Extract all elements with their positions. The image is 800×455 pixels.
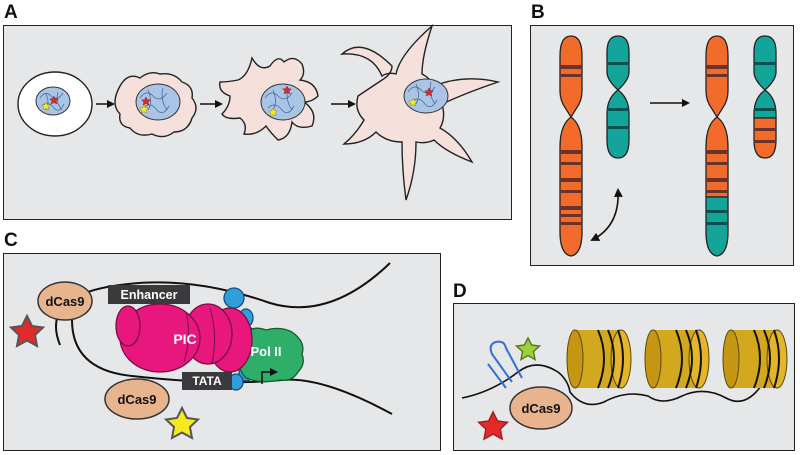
- panel-a-cell-3: [219, 56, 319, 141]
- star-icon: [8, 313, 46, 348]
- star-icon: [408, 97, 418, 107]
- dna-strand: [461, 364, 767, 406]
- star-icon: [141, 96, 151, 106]
- nucleosome: [722, 329, 788, 389]
- enhancer-box: [108, 285, 190, 304]
- tata-label: TATA: [192, 374, 222, 388]
- tata-box: [182, 372, 232, 390]
- panel-b-label: B: [531, 2, 545, 23]
- chromosome-orange-before: [559, 35, 583, 257]
- dcas9-d: [509, 386, 573, 430]
- panel-a-cell-2: [114, 71, 197, 138]
- star-icon: [514, 336, 542, 361]
- chromosome-teal-before: [606, 35, 630, 159]
- nucleosome: [566, 329, 632, 389]
- star-icon: [139, 104, 149, 114]
- pic-complex: [115, 303, 253, 373]
- pol2-label: Pol II: [250, 344, 281, 359]
- dcas9-bottom: [104, 378, 170, 420]
- guide-rna-hairpin-icon: [487, 340, 523, 389]
- dcas9-top-label: dCas9: [45, 294, 84, 309]
- dcas9-d-label: dCas9: [521, 401, 560, 416]
- star-icon: [268, 107, 278, 117]
- bent-arrow-icon: [261, 368, 278, 384]
- chromosome-teal-after: [753, 35, 777, 159]
- star-icon: [163, 405, 201, 440]
- pic-label: PIC: [173, 331, 196, 347]
- dcas9-top: [37, 281, 93, 321]
- enhancer-label: Enhancer: [121, 288, 178, 302]
- star-icon: [41, 101, 51, 111]
- panel-d-label: D: [453, 281, 467, 302]
- panel-a-cell-1: [17, 71, 93, 137]
- star-icon: [424, 87, 434, 97]
- star-icon: [49, 95, 59, 105]
- chromosome-orange-after: [705, 35, 729, 257]
- panel-a-label: A: [4, 2, 18, 23]
- panel-a-cell-4: [340, 23, 501, 201]
- double-arrow-icon: [590, 188, 623, 241]
- dcas9-bottom-label: dCas9: [117, 392, 156, 407]
- panel-c-label: C: [4, 230, 18, 251]
- nucleosome: [644, 329, 710, 389]
- star-icon: [477, 410, 510, 441]
- star-icon: [282, 85, 292, 95]
